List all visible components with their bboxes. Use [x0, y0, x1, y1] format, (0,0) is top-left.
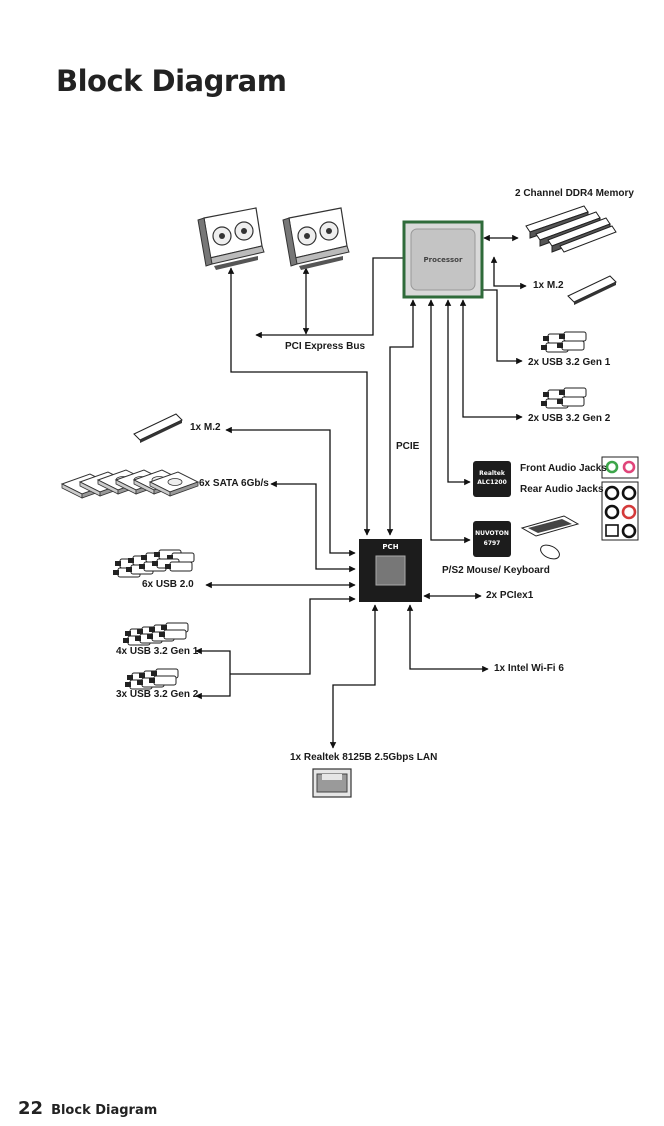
audio-codec-line2: ALC1200	[477, 479, 507, 486]
front-audio-jacks-icon	[601, 456, 639, 479]
graphics-card-1	[197, 207, 265, 271]
footer-title: Block Diagram	[51, 1103, 158, 1118]
pch-m2-ssd-icon	[133, 413, 183, 443]
cpu-usb-gen2-icon	[540, 387, 587, 409]
label-cpu-usb-gen1: 2x USB 3.2 Gen 1	[528, 357, 611, 368]
label-ps2: P/S2 Mouse/ Keyboard	[442, 565, 550, 576]
label-front-audio: Front Audio Jacks	[520, 463, 607, 474]
lan-port-icon	[312, 768, 352, 798]
page-number: 22	[18, 1098, 44, 1119]
label-pch-m2: 1x M.2	[190, 422, 221, 433]
label-cpu-usb-gen2: 2x USB 3.2 Gen 2	[528, 413, 611, 424]
super-io-line2: 6797	[483, 540, 501, 547]
sata-drives-icon	[61, 469, 199, 499]
usb20-icon	[112, 549, 195, 578]
super-io-line1: NUVOTON	[475, 530, 509, 537]
pch-chip	[359, 539, 422, 602]
audio-codec-line1: Realtek	[479, 470, 505, 477]
page-title: Block Diagram	[56, 64, 287, 98]
usb-gen1-icon	[122, 622, 189, 646]
label-rear-audio: Rear Audio Jacks	[520, 484, 604, 495]
label-pciex1: 2x PCIex1	[486, 590, 534, 601]
label-memory: 2 Channel DDR4 Memory	[515, 188, 634, 199]
ddr4-memory-icon	[525, 205, 617, 253]
processor-label: Processor	[423, 256, 463, 264]
graphics-card-2	[282, 207, 350, 271]
label-lan: 1x Realtek 8125B 2.5Gbps LAN	[290, 752, 438, 763]
keyboard-mouse-icon	[520, 515, 580, 560]
label-pcie: PCIE	[396, 441, 420, 452]
super-io-chip	[473, 521, 511, 557]
cpu-m2-ssd-icon	[567, 275, 617, 305]
label-pci-express-bus: PCI Express Bus	[285, 341, 366, 352]
page-footer: 22 Block Diagram	[18, 1098, 157, 1119]
pch-label: PCH	[382, 543, 399, 551]
label-usb-gen2: 3x USB 3.2 Gen 2	[116, 689, 199, 700]
usb-gen2-icon	[124, 668, 179, 690]
rear-audio-jacks-icon	[601, 481, 639, 541]
label-usb20: 6x USB 2.0	[142, 579, 194, 590]
audio-codec-chip	[473, 461, 511, 497]
cpu-usb-gen1-icon	[540, 331, 587, 353]
label-usb-gen1: 4x USB 3.2 Gen 1	[116, 646, 199, 657]
label-cpu-m2: 1x M.2	[533, 280, 564, 291]
processor-chip	[402, 220, 484, 299]
label-wifi: 1x Intel Wi-Fi 6	[494, 663, 564, 674]
label-sata: 6x SATA 6Gb/s	[199, 478, 269, 489]
